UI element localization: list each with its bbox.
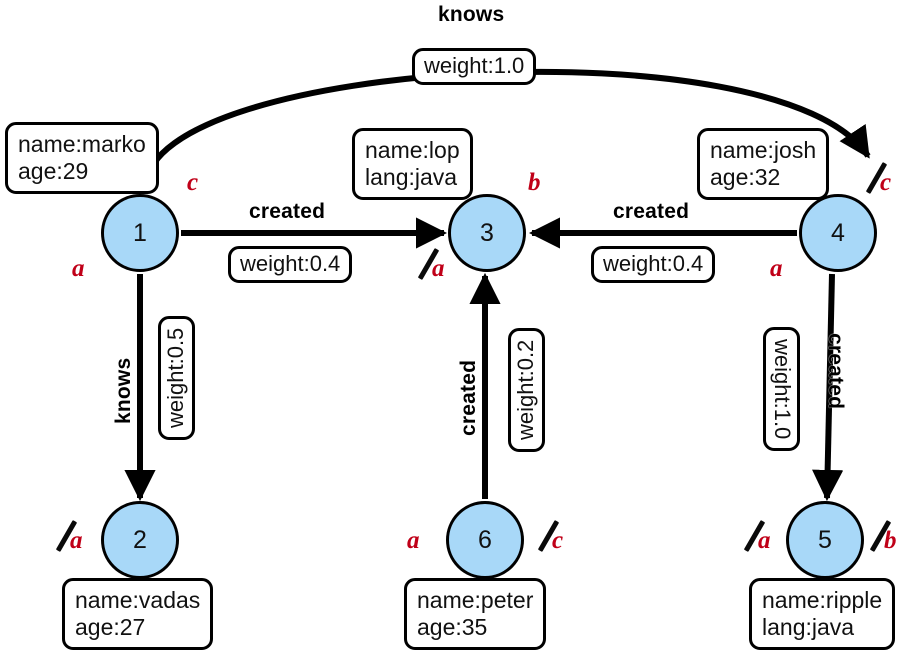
node-6[interactable]: 6 xyxy=(446,501,524,579)
mark-node1-c: c xyxy=(187,169,199,196)
edge-label-knows-1-4: knows xyxy=(438,3,505,26)
edge-label-created-1-3: created xyxy=(249,200,326,223)
propbox-marko: name:marko age:29 xyxy=(5,122,159,195)
edge-weight-created-4-5: weight:1.0 xyxy=(762,327,800,452)
mark-letter: a xyxy=(70,527,83,554)
propbox-ripple: name:ripple lang:java xyxy=(749,578,896,651)
mark-node1-a: a xyxy=(72,255,85,282)
mark-letter: c xyxy=(880,169,892,196)
mark-letter: a xyxy=(758,527,771,554)
mark-letter: b xyxy=(884,527,897,554)
node-3[interactable]: 3 xyxy=(448,194,526,272)
node-4[interactable]: 4 xyxy=(799,194,877,272)
edge-label-knows-1-2: knows xyxy=(112,357,135,424)
mark-node2-a: a xyxy=(55,520,83,554)
edge-label-created-6-3: created xyxy=(457,359,480,436)
node-2[interactable]: 2 xyxy=(101,501,179,579)
mark-letter: a xyxy=(432,255,445,282)
propbox-peter: name:peter age:35 xyxy=(404,578,547,651)
mark-node6-a: a xyxy=(407,527,420,554)
mark-letter: c xyxy=(552,527,564,554)
edge-weight-created-4-3: weight:0.4 xyxy=(591,246,716,284)
mark-node5-b: b xyxy=(869,520,897,554)
mark-node5-a: a xyxy=(743,520,771,554)
propbox-lop: name:lop lang:java xyxy=(352,128,473,201)
edge-label-created-4-5: created xyxy=(824,333,847,410)
edge-weight-created-6-3: weight:0.2 xyxy=(508,327,546,452)
mark-node3-b: b xyxy=(528,169,541,196)
node-1[interactable]: 1 xyxy=(101,194,179,272)
mark-node3-a: a xyxy=(417,248,445,282)
edge-created-4-5 xyxy=(812,273,844,502)
propbox-josh: name:josh age:32 xyxy=(697,128,830,201)
mark-node4-a: a xyxy=(770,255,783,282)
mark-node4-c: c xyxy=(865,162,892,196)
edge-weight-created-1-3: weight:0.4 xyxy=(228,246,353,284)
edge-weight-knows-1-4: weight:1.0 xyxy=(412,48,537,86)
edge-weight-knows-1-2: weight:0.5 xyxy=(158,315,196,440)
mark-node6-c: c xyxy=(537,520,564,554)
node-5[interactable]: 5 xyxy=(786,501,864,579)
propbox-vadas: name:vadas age:27 xyxy=(62,578,214,651)
edge-label-created-4-3: created xyxy=(613,200,690,223)
